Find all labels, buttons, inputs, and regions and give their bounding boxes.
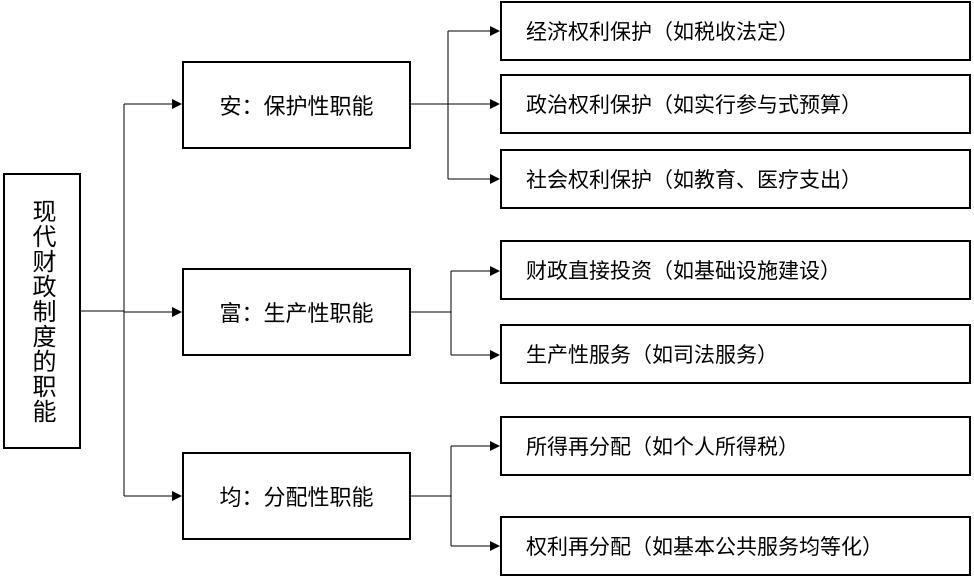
- direct-investment-node: 财政直接投资（如基础设施建设）: [500, 240, 971, 300]
- root-label: 现代财政制度的职能: [28, 198, 56, 424]
- income-redistribution-label: 所得再分配（如个人所得税）: [526, 435, 799, 459]
- rights-redistribution-label: 权利再分配（如基本公共服务均等化）: [526, 535, 883, 559]
- political-rights-label: 政治权利保护（如实行参与式预算）: [526, 93, 862, 117]
- economic-rights-label: 经济权利保护（如税收法定）: [526, 20, 799, 44]
- income-redistribution-node: 所得再分配（如个人所得税）: [500, 416, 971, 476]
- root-node: 现代财政制度的职能: [3, 173, 81, 449]
- distributive-function-node: 均：分配性职能: [182, 452, 411, 540]
- rights-redistribution-node: 权利再分配（如基本公共服务均等化）: [500, 516, 971, 576]
- protective-function-label: 安：保护性职能: [219, 95, 374, 120]
- political-rights-node: 政治权利保护（如实行参与式预算）: [500, 74, 971, 134]
- social-rights-label: 社会权利保护（如教育、医疗支出）: [526, 168, 862, 192]
- distributive-function-label: 均：分配性职能: [219, 486, 374, 511]
- productive-services-node: 生产性服务（如司法服务）: [500, 324, 971, 384]
- productive-function-node: 富：生产性职能: [182, 268, 411, 356]
- productive-services-label: 生产性服务（如司法服务）: [526, 343, 778, 367]
- economic-rights-node: 经济权利保护（如税收法定）: [500, 1, 971, 61]
- productive-function-label: 富：生产性职能: [219, 302, 374, 327]
- protective-function-node: 安：保护性职能: [182, 61, 411, 149]
- social-rights-node: 社会权利保护（如教育、医疗支出）: [500, 149, 971, 209]
- direct-investment-label: 财政直接投资（如基础设施建设）: [526, 259, 841, 283]
